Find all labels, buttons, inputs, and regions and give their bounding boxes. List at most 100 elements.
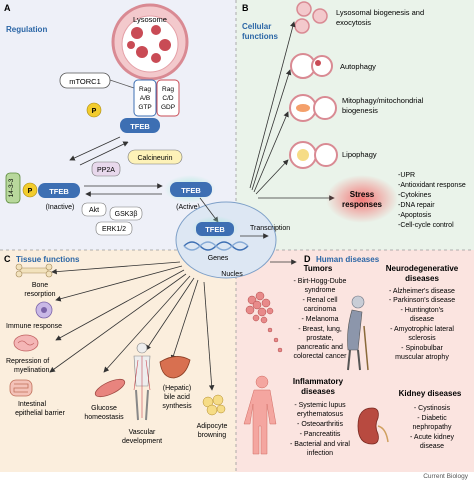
arrow-to-lipophagy	[255, 159, 289, 195]
stress-title-line1: Stress	[350, 190, 375, 199]
vascular-body-icon	[133, 342, 151, 421]
active-label: (Active)	[176, 204, 200, 211]
lipophagy-illustration	[289, 141, 338, 169]
myelin-line2: myelination	[14, 367, 50, 374]
tumors-item-7: prostate,	[306, 335, 333, 342]
panel-a-title: Regulation	[6, 25, 47, 34]
adipocyte-line2: browning	[198, 432, 227, 439]
neuro-title-line1: Neurodegenerative	[386, 264, 459, 273]
calcineurin-box	[127, 149, 183, 165]
transcription-label: Transcription	[250, 225, 290, 232]
cellular-item-1-line2: exocytosis	[336, 18, 371, 27]
panel-c-title: Tissue functions	[16, 255, 80, 264]
mtorc1-label: mTORC1	[69, 77, 101, 86]
lysosome-label: Lysosome	[133, 15, 167, 24]
panel-b-letter: B	[242, 3, 249, 13]
tfeb-lysosomal-label: TFEB	[130, 122, 150, 131]
tumors-item-9: colorectal cancer	[294, 353, 348, 360]
erk-box	[95, 221, 133, 236]
panel-b-title-line1: Cellular	[242, 22, 271, 31]
pp2a-box	[91, 161, 121, 177]
arrow-tfeb-down	[69, 136, 121, 161]
nucleus-label: Nucles	[221, 271, 243, 278]
mtorc1-box	[59, 72, 111, 89]
bone-line1: Bone	[32, 282, 48, 289]
stress-title-line2: responses	[342, 200, 383, 209]
tfeb-nuclear-label: TFEB	[205, 225, 225, 234]
phospho-top	[86, 102, 102, 118]
muscle-icon	[94, 378, 126, 398]
lysosome	[111, 3, 189, 81]
kidney-item-3: nephropathy	[413, 424, 452, 431]
inflammatory-item-5: - Bacterial and viral	[290, 441, 350, 448]
immune-cell-icon	[35, 301, 53, 319]
autophagy-illustration	[290, 53, 333, 79]
brain-icon	[13, 334, 39, 352]
neuro-item-1: - Alzheimer's disease	[389, 288, 455, 295]
kidney-item-1: - Cystinosis	[414, 405, 451, 412]
tumors-item-8: pancreatic and	[297, 344, 343, 351]
rag-cd-line2: C/D	[162, 95, 174, 102]
neuro-item-8: muscular atrophy	[395, 354, 449, 361]
kidney-icon	[357, 407, 389, 445]
stress-item-3: -Cytokines	[398, 192, 432, 199]
tfeb-inactive	[38, 183, 80, 198]
stress-item-4: -DNA repair	[398, 202, 435, 209]
tumor-cluster-icon	[245, 291, 283, 353]
inflammatory-item-4: - Pancreatitis	[300, 431, 341, 438]
cellular-item-1-line1: Lysosomal biogenesis and	[336, 8, 424, 17]
arrow-to-lysosomal	[249, 21, 296, 189]
stress-glow	[326, 175, 398, 223]
phospho-top-label: P	[92, 108, 97, 115]
inflammatory-title-line2: diseases	[301, 387, 335, 396]
inflammatory-title-line1: Inflammatory	[293, 377, 344, 386]
panel-c-background	[0, 250, 236, 472]
intestine-line2: epithelial barrier	[15, 410, 65, 417]
inflammatory-item-2: erythematosus	[297, 411, 343, 418]
bile-line3: synthesis	[162, 403, 192, 410]
tissue-arrows	[49, 261, 215, 391]
kidney-item-2: - Diabetic	[417, 415, 447, 422]
adipocyte-icon	[202, 394, 226, 416]
rag-ab-box	[133, 79, 157, 117]
inactive-label: (Inactive)	[46, 204, 75, 211]
panel-d-letter: D	[304, 254, 311, 264]
akt-box	[81, 202, 107, 217]
akt-label: Akt	[89, 207, 99, 214]
erk-label: ERK1/2	[102, 226, 126, 233]
pp2a-label: PP2A	[97, 167, 115, 174]
phospho-inactive-label: P	[28, 188, 33, 195]
mitophagy-illustration	[289, 94, 337, 122]
dna-strand-2	[183, 241, 249, 251]
inflammatory-item-1: - Systemic lupus	[294, 402, 346, 409]
vascular-line1: Vascular	[129, 429, 156, 436]
rag-cd-box	[156, 79, 180, 117]
myelin-line1: Repression of	[6, 358, 49, 365]
tumors-item-4: carcinoma	[304, 306, 336, 313]
tumors-item-3: - Renal cell	[302, 297, 337, 304]
stress-item-5: -Apoptosis	[398, 212, 432, 219]
adipocyte-line1: Adipocyte	[197, 423, 228, 430]
intestine-line1: Intestinal	[18, 401, 46, 408]
tfeb-active	[170, 182, 212, 197]
rag-cd-line1: Rag	[162, 86, 174, 93]
inflammatory-item-6: infection	[307, 450, 333, 457]
rag-ab-line2: A/B	[140, 95, 150, 102]
rag-cd-line3: GDP	[161, 104, 175, 111]
neuro-item-6: sclerosis	[408, 335, 436, 342]
protein-14-3-3-label: 14-3-3	[8, 178, 15, 197]
gsk3b-label: GSK3β	[115, 211, 138, 218]
kidney-item-4: - Acute kidney	[410, 434, 454, 441]
nucleus	[175, 201, 277, 279]
neuro-item-4: disease	[410, 316, 434, 323]
footer-journal: Current Biology	[423, 473, 469, 480]
tfeb-active-label: TFEB	[181, 186, 201, 195]
bile-line2: bile acid	[164, 394, 190, 401]
mtorc1-link	[109, 79, 135, 89]
arrow-tfeb-up	[79, 141, 129, 166]
glucose-line1: Glucose	[91, 405, 117, 412]
tumors-item-6: - Breast, lung,	[298, 326, 342, 333]
lysosomal-biogenesis-illustration	[294, 1, 328, 34]
tfeb-inactive-label: TFEB	[49, 187, 69, 196]
